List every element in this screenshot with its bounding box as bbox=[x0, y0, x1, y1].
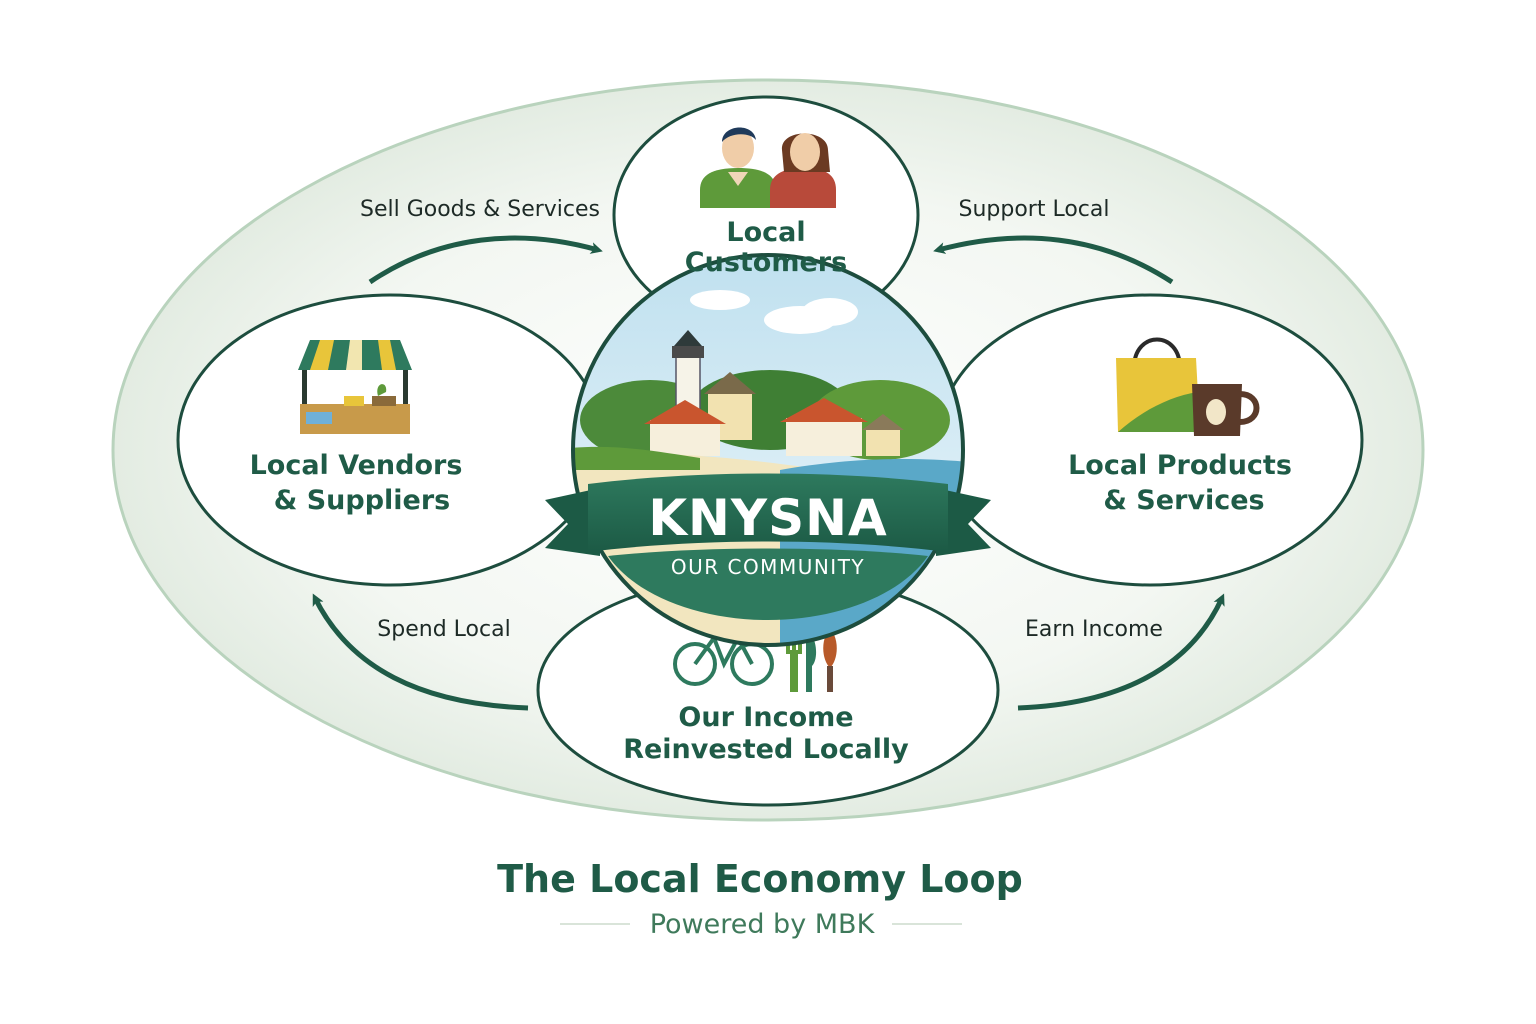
node-vendors-shape bbox=[176, 293, 604, 587]
community-title: KNYSNA bbox=[648, 489, 887, 547]
arrow-bottom-right bbox=[1017, 593, 1225, 711]
diagram-subtitle: Powered by MBK bbox=[650, 909, 876, 940]
arrow-label-top-right: Support Local bbox=[959, 197, 1110, 222]
node-income-line1: Our Income bbox=[678, 702, 853, 733]
node-customers-line1: Local bbox=[726, 217, 805, 248]
arrow-label-bottom-left: Spend Local bbox=[377, 617, 510, 642]
node-income-line2: Reinvested Locally bbox=[623, 734, 909, 765]
node-products-line2: & Services bbox=[1103, 485, 1264, 516]
people-icon bbox=[700, 127, 836, 208]
arrow-bottom-left bbox=[312, 593, 529, 711]
community-subtitle: OUR COMMUNITY bbox=[671, 555, 865, 579]
community-circle-border bbox=[571, 253, 965, 647]
shopping-bag-mug-icon bbox=[1116, 337, 1260, 436]
diagram-title: The Local Economy Loop bbox=[497, 857, 1023, 901]
node-products-shape bbox=[936, 293, 1364, 587]
node-vendors-line1: Local Vendors bbox=[250, 450, 463, 481]
arrow-label-bottom-right: Earn Income bbox=[1025, 617, 1163, 642]
arrow-top-right bbox=[933, 235, 1174, 285]
node-products-line1: Local Products bbox=[1068, 450, 1292, 481]
node-vendors-line2: & Suppliers bbox=[274, 485, 450, 516]
market-stall-icon bbox=[298, 340, 412, 434]
center-banner bbox=[545, 473, 991, 620]
arrow-top-left bbox=[368, 235, 603, 285]
arrow-label-top-left: Sell Goods & Services bbox=[360, 197, 600, 222]
node-customers-line2: Customers bbox=[685, 247, 847, 278]
